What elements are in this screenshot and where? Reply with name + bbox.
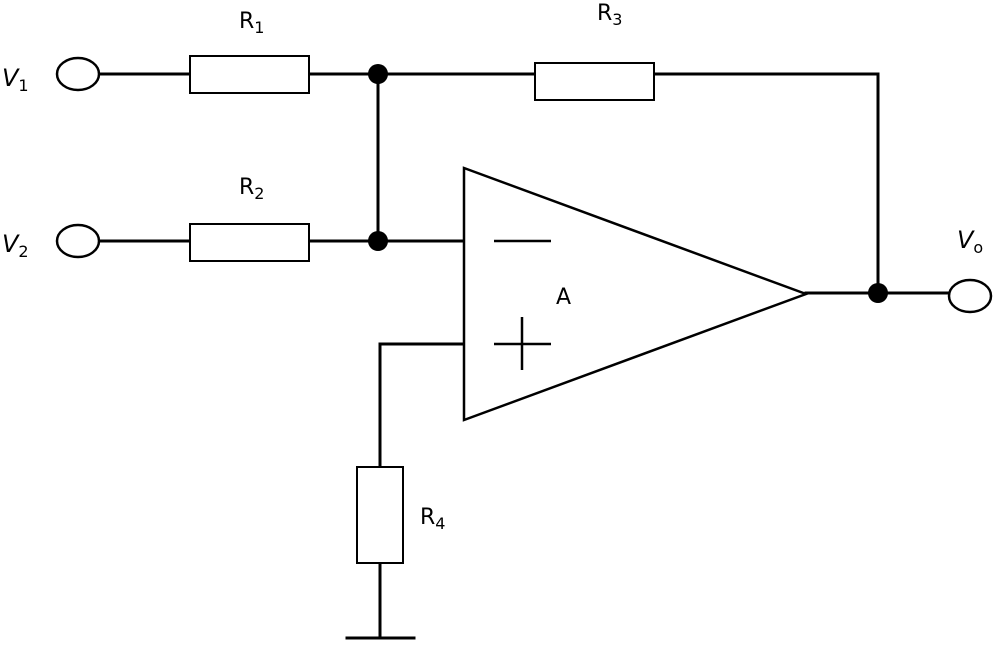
label-r4-main: R [420,505,435,530]
label-v2-main: V [2,230,20,258]
junction-top [368,64,388,84]
label-r2-sub: 2 [254,184,264,203]
label-v2: V2 [2,230,29,261]
resistor-r2 [190,224,309,261]
label-v2-sub: 2 [18,242,28,261]
label-v1-main: V [2,64,20,92]
label-r2-main: R [239,175,254,200]
label-r4-sub: 4 [435,514,445,533]
label-vo-sub: o [973,238,983,257]
resistor-r1 [190,56,309,93]
label-v1-sub: 1 [18,76,28,95]
label-vo-main: V [957,226,975,254]
label-r1: R1 [239,9,264,37]
resistor-r3 [535,63,654,100]
label-amplifier: A [556,285,571,310]
terminal-v1 [57,58,99,90]
label-v1: V1 [2,64,29,95]
terminal-vo [949,280,991,312]
label-r1-main: R [239,9,254,34]
label-r1-sub: 1 [254,18,264,37]
junction-output [868,283,888,303]
resistor-r4 [357,467,403,563]
label-r4: R4 [420,505,445,533]
opamp-triangle [464,168,806,420]
terminal-v2 [57,225,99,257]
label-r3-main: R [597,1,612,26]
label-r2: R2 [239,175,264,203]
label-r3-sub: 3 [612,10,622,29]
label-vo: Vo [957,226,983,257]
label-r3: R3 [597,1,622,29]
junction-inverting [368,231,388,251]
